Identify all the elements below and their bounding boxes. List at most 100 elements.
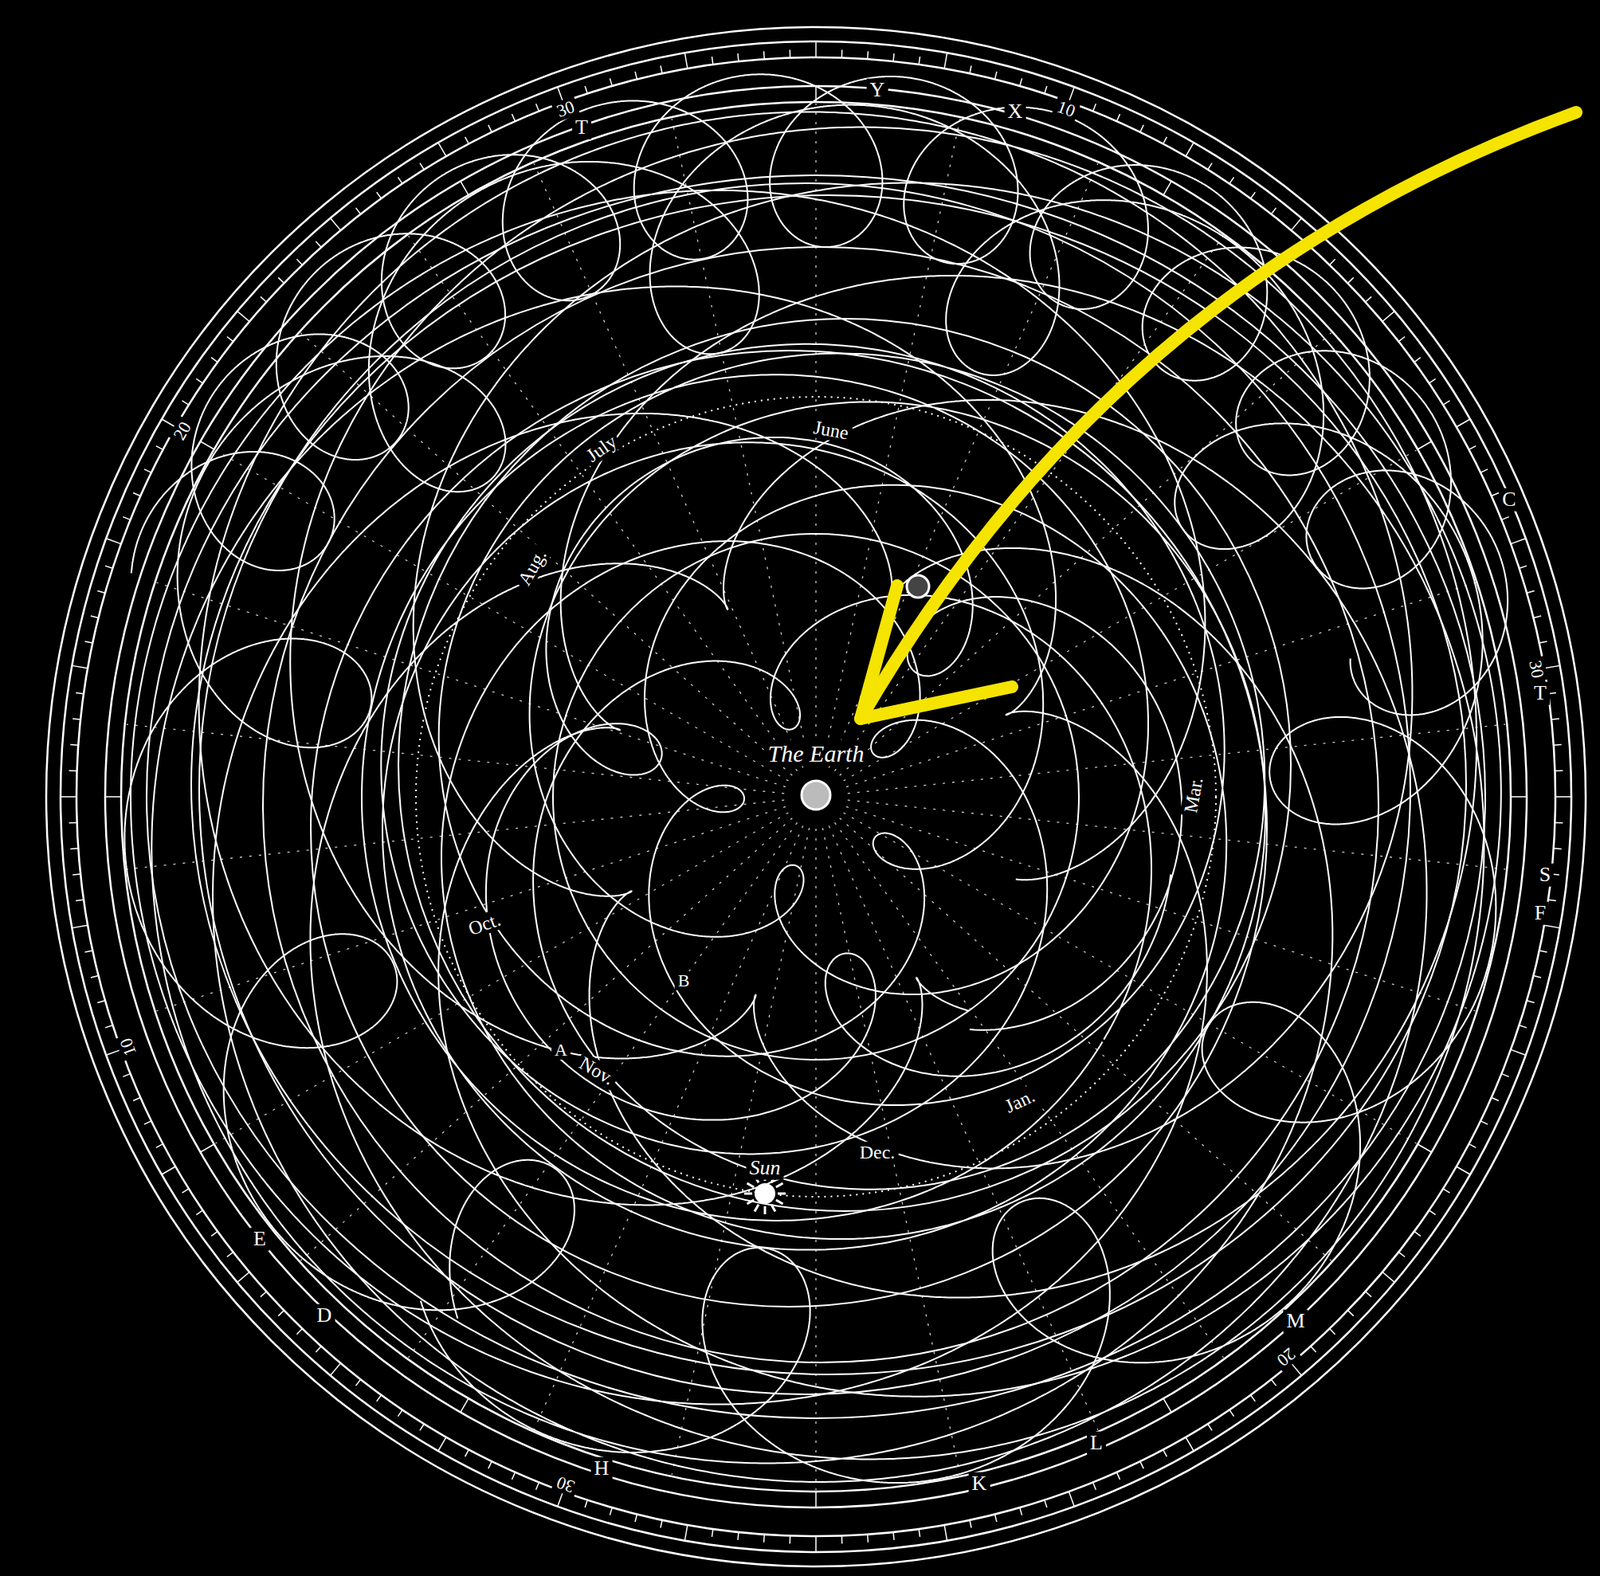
degree-tick [737,53,739,62]
degree-tick [1491,1097,1499,1101]
rim-letter: D [313,1304,336,1328]
degree-tick [789,1535,792,1544]
degree-tick [1270,207,1276,215]
degree-tick [278,277,284,283]
point-letter: A [551,1040,571,1060]
degree-tick [84,950,93,953]
degree-tick [278,1310,284,1317]
radial-line [846,582,1475,787]
degree-tick [1185,142,1194,157]
rim-letter: K [968,1472,991,1496]
rim-letter: T [1530,682,1550,706]
deferent-circles [146,175,1486,1419]
degree-tick [1428,1210,1436,1216]
degree-tick [260,1291,267,1298]
degree-tick [815,1536,817,1553]
degree-tick [1140,1461,1144,1469]
degree-tick [1519,565,1528,569]
sign-divider [1417,1144,1432,1153]
degree-tick [227,337,234,342]
degree-tick [1414,1231,1421,1236]
month-label: Jan. [999,1083,1042,1118]
degree-tick [841,1535,844,1544]
sun-ray [746,1183,754,1188]
degree-tick [1310,1346,1317,1353]
degree-tick [488,1461,492,1469]
degree-tick [789,50,792,59]
degree-tick [237,1272,250,1283]
planet-loops [124,74,1508,1483]
degree-tick [841,50,844,59]
degree-tick [1163,1449,1168,1457]
degree-tick [71,665,88,668]
degree-tick [1382,1272,1395,1283]
rim-letter: S [1536,863,1554,887]
degree-tick [1093,103,1097,111]
degree-tick [1468,1144,1476,1149]
degree-tick [438,1437,447,1451]
degree-tick [1068,1491,1075,1507]
degree-tick [893,1532,895,1541]
degree-tick [1553,847,1562,850]
degree-tick [1382,311,1395,322]
earth-symbol [801,780,831,810]
sign-divider [460,181,469,196]
degree-tick [1116,1472,1120,1480]
degree-tick [1291,1363,1302,1376]
sun-ray [764,1206,767,1215]
degree-tick [995,71,997,80]
degree-tick [1093,1482,1097,1490]
degree-tick [969,1520,972,1529]
degree-tick [397,1409,403,1416]
degree-tick [315,241,322,248]
degree-tick [1443,1188,1450,1193]
sun-ray [776,1200,784,1204]
planet-path [361,344,1266,1251]
degree-tick [918,56,920,65]
degree-tick [196,378,203,384]
degree-tick [161,1166,176,1175]
sun-ray [776,1183,784,1188]
degree-tick [1554,770,1563,773]
rim-letter: Y [866,78,889,102]
degree-tick [635,71,637,80]
rim-letter: T [572,116,592,140]
degree-tick [1348,1310,1354,1317]
degree-tick [1207,163,1212,170]
sun-path [415,396,1216,1197]
degree-tick [1019,78,1023,87]
sign-divider [1163,181,1172,196]
rim-letter: H [591,1457,613,1481]
degree-tick [511,1472,515,1480]
point-letter: B [674,971,694,991]
sign-divider [1510,796,1527,798]
rim-ring [76,57,1556,1537]
degree-tick [356,207,361,215]
degree-tick [1229,176,1235,184]
rim-ring [105,86,1527,1508]
degree-tick [660,65,663,74]
degree-tick [1044,86,1048,95]
degree-tick [511,113,515,122]
degree-tick [315,1346,322,1353]
month-label: July [580,428,624,468]
degree-tick [918,1529,920,1538]
degree-tick [71,925,88,928]
degree-tick [536,103,540,111]
deferent-circle [262,247,1379,1363]
degree-tick [1539,950,1548,953]
degree-tick [1398,1251,1405,1257]
degree-tick [182,1188,189,1193]
degree-tick [90,615,99,618]
radial-line [408,235,798,771]
sign-divider [815,1491,817,1508]
degree-tick [70,847,79,850]
degree-tick [488,125,492,133]
degree-tick [356,1379,361,1386]
degree-tick [1510,1049,1526,1055]
rim-letter: F [1531,901,1550,926]
degree-tick [684,1525,687,1542]
rim-letter: C [1498,488,1519,512]
degree-tick [1428,378,1436,384]
